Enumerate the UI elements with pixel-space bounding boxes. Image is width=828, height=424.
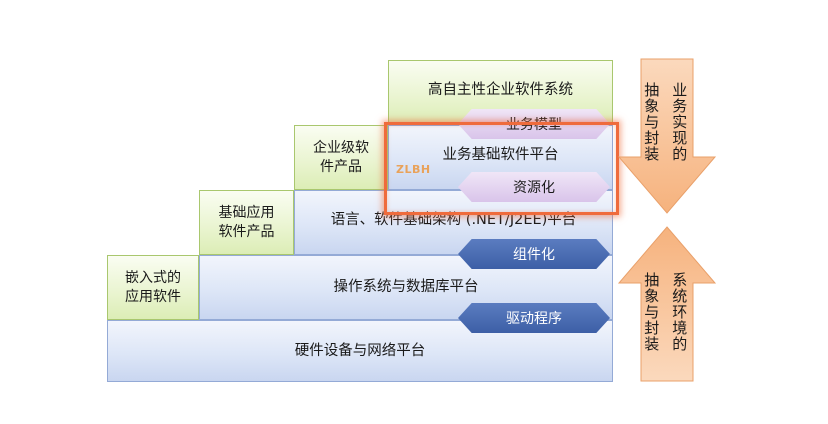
hardware-network-label: 硬件设备与网络平台 xyxy=(294,342,426,359)
basic-app-label: 基础应用 软件产品 xyxy=(218,205,275,240)
component-connector: 组件化 xyxy=(458,239,610,269)
driver-label: 驱动程序 xyxy=(506,311,562,327)
component-label: 组件化 xyxy=(513,247,555,263)
highlight-frame xyxy=(384,122,619,215)
business-abstraction-arrow xyxy=(617,58,717,214)
embedded-app-software: 嵌入式的 应用软件 xyxy=(107,255,199,320)
autonomous-enterprise-label: 高自主性企业软件系统 xyxy=(428,82,573,98)
resource-label: 资源化 xyxy=(513,180,555,196)
enterprise-software-label: 企业级软 件产品 xyxy=(313,140,369,175)
down-arrow-label-col1: 业务实现的 xyxy=(670,82,689,162)
language-framework-label: 语言、软件基础架构 (.NET/J2EE)平台 xyxy=(330,212,577,228)
business-basic-label: 业务基础软件平台 xyxy=(442,147,559,163)
enterprise-software-product: 企业级软 件产品 xyxy=(294,125,388,190)
os-database-label: 操作系统与数据库平台 xyxy=(333,279,479,296)
basic-app-software: 基础应用 软件产品 xyxy=(199,190,294,255)
down-arrow-label-col2: 抽象与封装 xyxy=(642,82,661,162)
embedded-app-label: 嵌入式的 应用软件 xyxy=(125,270,181,305)
resource-connector: 资源化 xyxy=(458,172,610,202)
up-arrow-label-col2: 抽象与封装 xyxy=(642,272,661,352)
system-abstraction-arrow xyxy=(617,226,717,382)
driver-connector: 驱动程序 xyxy=(458,303,610,333)
business-model-label: 业务模型 xyxy=(506,117,562,133)
up-arrow-label-col1: 系统环境的 xyxy=(670,272,689,352)
watermark-logo: ZLBH xyxy=(396,163,431,176)
